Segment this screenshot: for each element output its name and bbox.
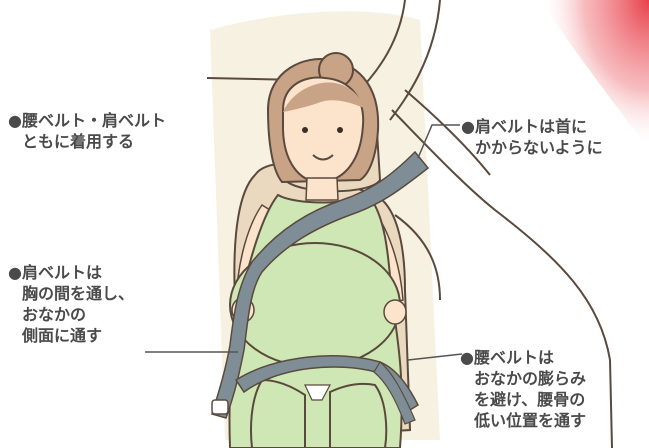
- annotation-shoulder-chest-line2: 胸の間を通し、: [8, 283, 134, 304]
- annotation-both-belts-line1: ●腰ベルト・肩ベルト: [8, 110, 166, 131]
- annotation-lap-belt-line1: ●腰ベルトは: [460, 347, 586, 368]
- annotation-shoulder-neck-line1: ●肩ベルトは首に: [461, 116, 603, 137]
- right-hand: [384, 300, 406, 324]
- annotation-lap-belt-line4: 低い位置を通す: [460, 410, 586, 431]
- annotation-shoulder-chest: ●肩ベルトは 胸の間を通し、 おなかの 側面に通す: [8, 262, 134, 346]
- annotation-both-belts-line2: ともに着用する: [8, 131, 166, 152]
- neck: [306, 178, 338, 200]
- annotation-shoulder-chest-line3: おなかの: [8, 304, 134, 325]
- annotation-lap-belt-line3: を避け、腰骨の: [460, 389, 586, 410]
- right-leg: [330, 384, 386, 448]
- annotation-shoulder-chest-line4: 側面に通す: [8, 325, 134, 346]
- belt-buckle: [212, 400, 228, 414]
- annotation-shoulder-neck-line2: かからないように: [461, 137, 603, 158]
- left-leg: [251, 380, 305, 448]
- annotation-lap-belt-line2: おなかの膨らみ: [460, 368, 586, 389]
- annotation-shoulder-neck: ●肩ベルトは首に かからないように: [461, 116, 603, 158]
- annotation-shoulder-chest-line1: ●肩ベルトは: [8, 262, 134, 283]
- right-eye: [337, 127, 343, 133]
- annotation-lap-belt: ●腰ベルトは おなかの膨らみ を避け、腰骨の 低い位置を通す: [460, 347, 586, 431]
- left-eye: [302, 127, 308, 133]
- annotation-both-belts: ●腰ベルト・肩ベルト ともに着用する: [8, 110, 166, 152]
